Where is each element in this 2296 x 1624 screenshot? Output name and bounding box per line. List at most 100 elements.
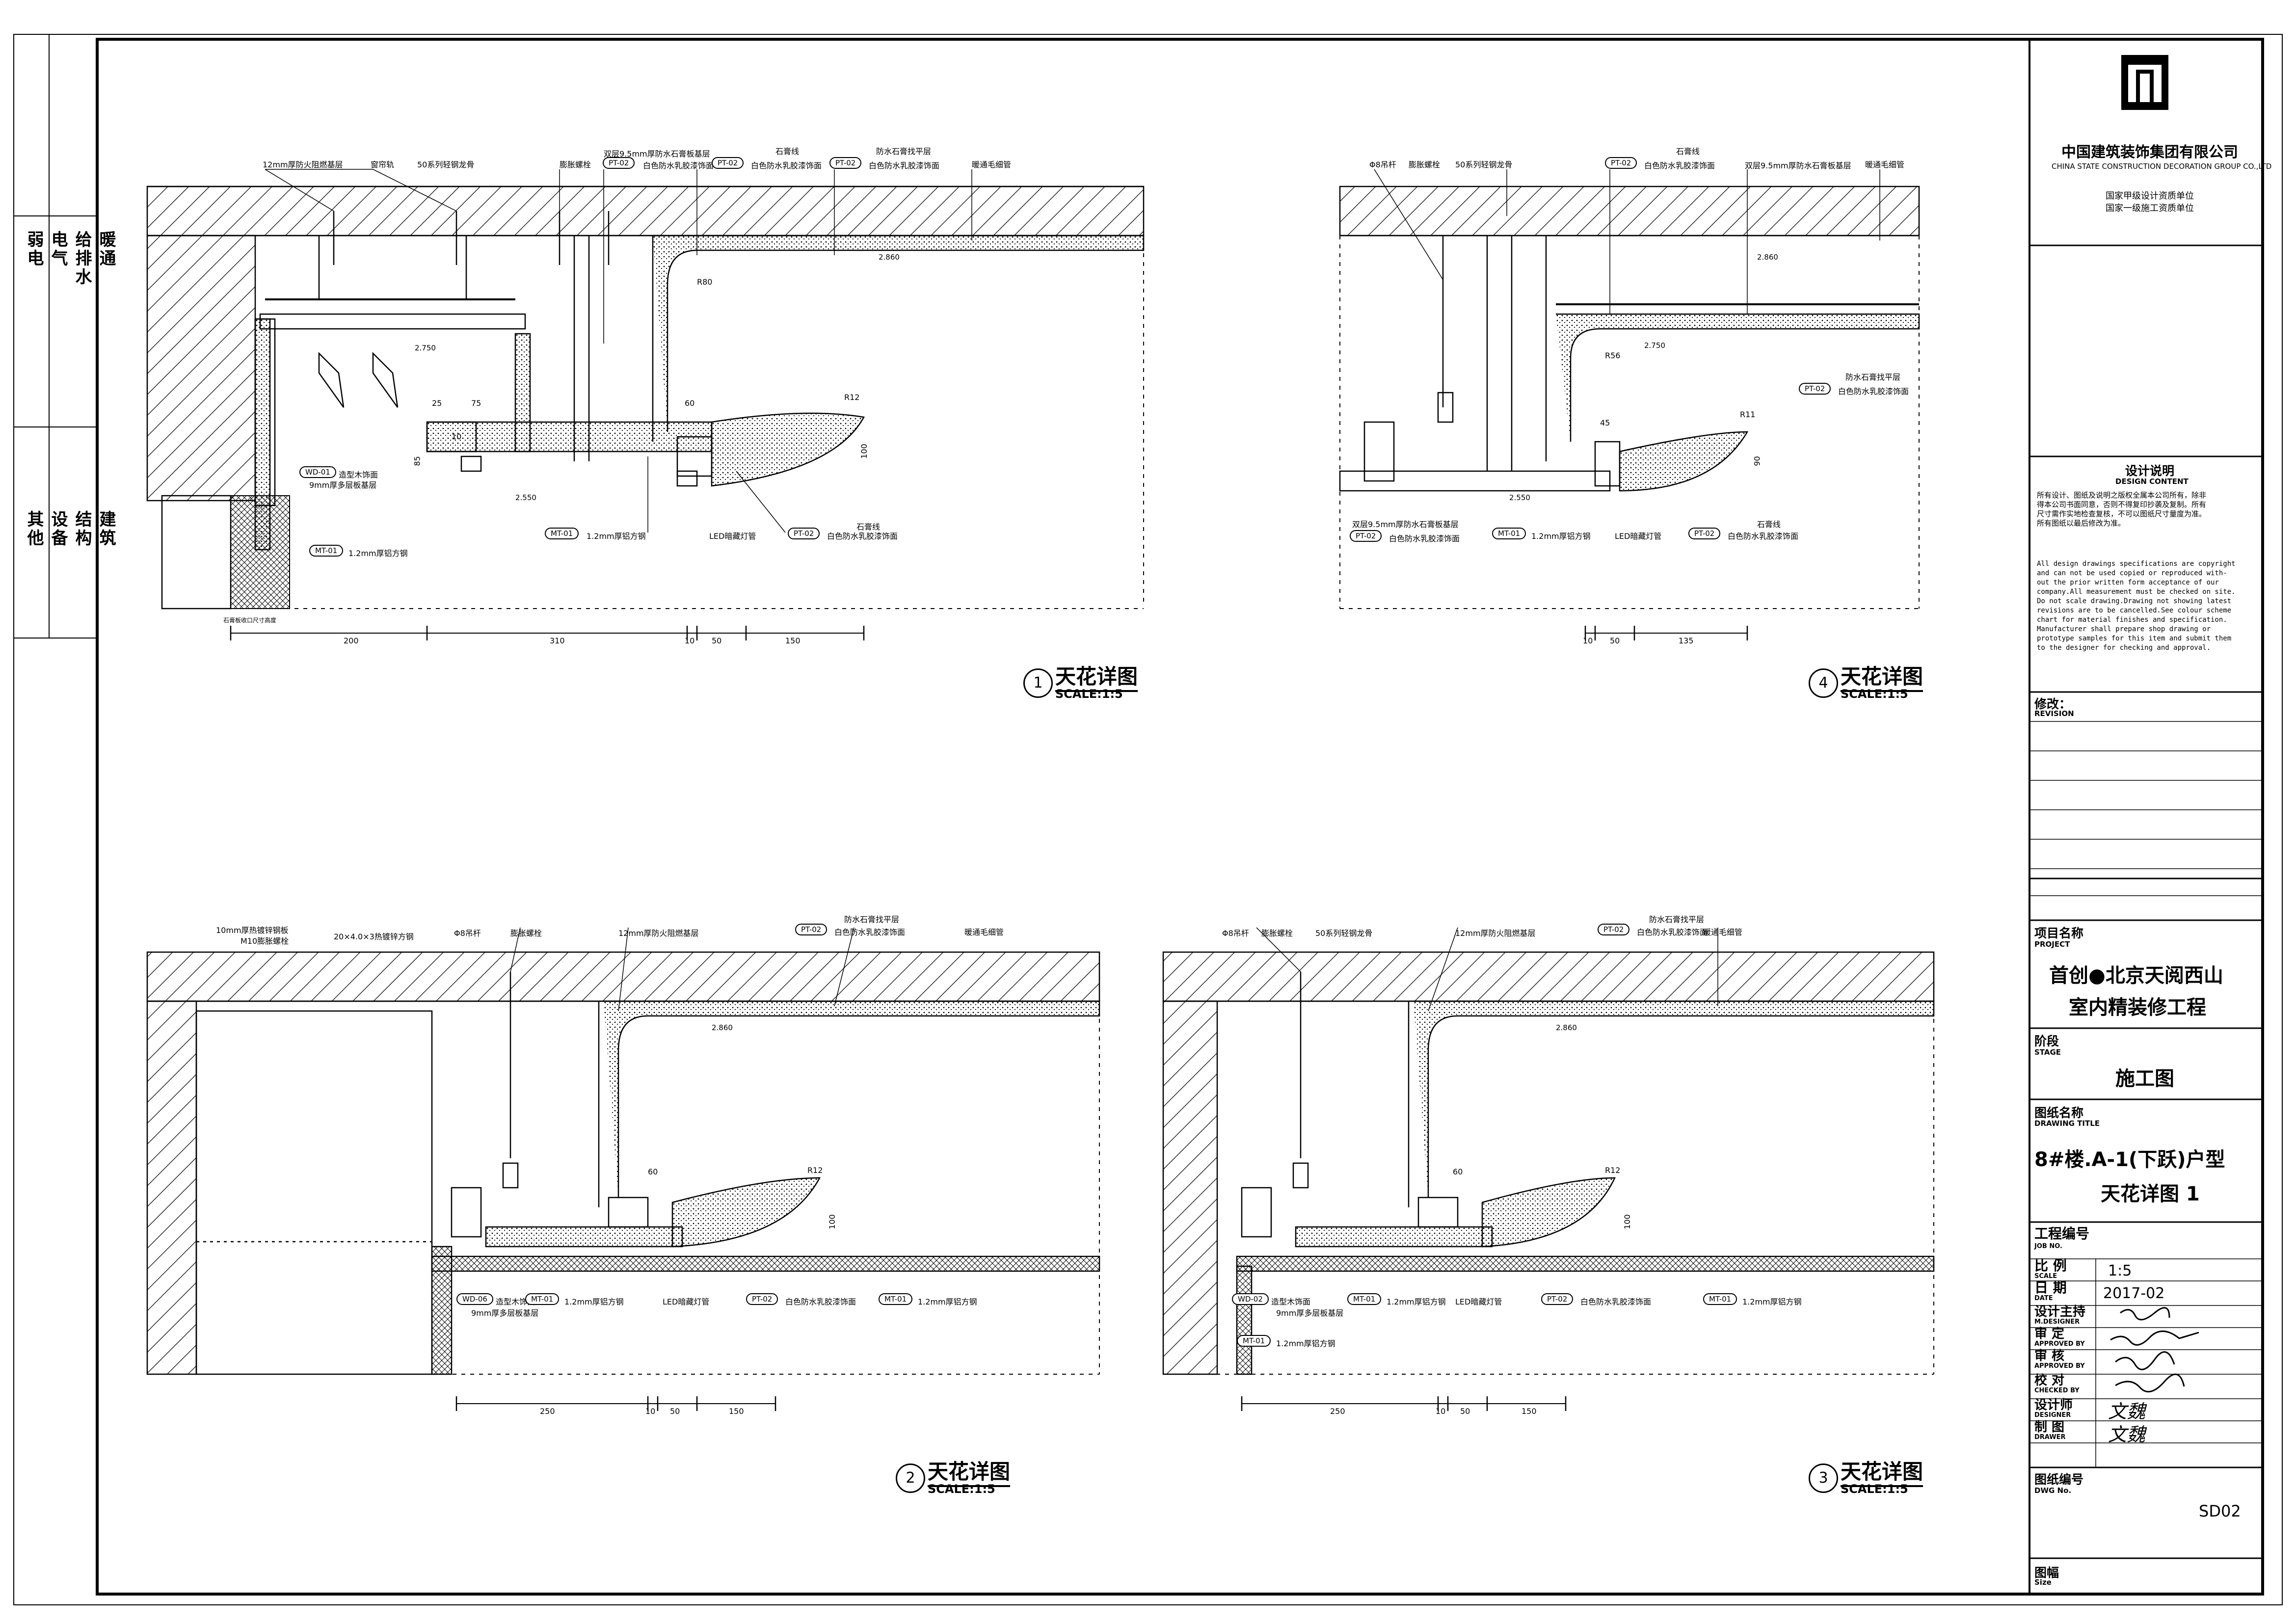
d1-dim: 25 bbox=[432, 399, 442, 408]
outer-frame bbox=[13, 34, 2283, 1605]
note-en-line: All design drawings specifications are c… bbox=[2037, 560, 2236, 568]
size-label-cn: 图幅 bbox=[2034, 1566, 2059, 1580]
info-row-job: 工程编号 JOB NO. bbox=[2034, 1223, 2098, 1250]
detail-1-scale: SCALE:1:5 bbox=[1055, 687, 1123, 701]
d3-label: 白色防水乳胶漆饰面 bbox=[1580, 1297, 1652, 1306]
d1-label: 50系列轻钢龙骨 bbox=[417, 160, 475, 169]
d4-label: 白色防水乳胶漆饰面 bbox=[1838, 387, 1909, 396]
design-notes-cn: 所有设计、图纸及说明之版权全属本公司所有，除非 得本公司书面同意，否则不得复印抄… bbox=[2037, 491, 2258, 528]
d2-label: 1.2mm厚铝方钢 bbox=[918, 1297, 977, 1306]
d2-tag: PT-02 bbox=[746, 1293, 778, 1305]
detail-1-drawing bbox=[146, 186, 1145, 640]
d4-label: 白色防水乳胶漆饰面 bbox=[1728, 532, 1799, 541]
d1-dim: 200 bbox=[344, 636, 359, 645]
detail-1-number: 1 bbox=[1023, 668, 1053, 698]
d1-dim: R12 bbox=[844, 393, 860, 402]
drawing-title-label-cn: 图纸名称 bbox=[2034, 1106, 2084, 1120]
d4-dim: 45 bbox=[1600, 418, 1610, 427]
d2-dim: 50 bbox=[670, 1407, 680, 1416]
info-row-label-cn: 审 定 bbox=[2034, 1327, 2065, 1341]
note-en-line: company.All measurement must be checked … bbox=[2037, 588, 2236, 596]
detail-1-title: 天花详图 bbox=[1055, 660, 1138, 692]
d1-dim: 100 bbox=[859, 444, 869, 459]
d1-tag: PT-02 bbox=[712, 157, 744, 169]
detail-4-drawing bbox=[1339, 186, 1920, 640]
d1-dim: 10 bbox=[452, 432, 462, 441]
d4-level: 2.860 bbox=[1757, 253, 1778, 262]
d4-label: 石膏线 bbox=[1757, 520, 1781, 529]
d3-label: 造型木饰面 bbox=[1271, 1297, 1311, 1306]
d4-label: LED暗藏灯管 bbox=[1615, 532, 1662, 541]
d4-dim: 10 bbox=[1583, 636, 1593, 645]
d1-label: LED暗藏灯管 bbox=[709, 532, 756, 541]
drawing-title-line2: 天花详图 1 bbox=[2101, 1183, 2200, 1205]
title-block-frame bbox=[2029, 39, 2263, 1594]
info-row-approved: 审 定 APPROVED BY bbox=[2034, 1328, 2098, 1348]
d3-label: 防水石膏找平层 bbox=[1649, 915, 1705, 924]
detail-2-scale: SCALE:1:5 bbox=[928, 1482, 995, 1496]
d4-tag: PT-02 bbox=[1688, 528, 1721, 539]
d3-dim: 150 bbox=[1522, 1407, 1537, 1416]
d4-label: 50系列轻钢龙骨 bbox=[1455, 160, 1513, 169]
d3-label: 12mm厚防火阻燃基层 bbox=[1455, 929, 1536, 938]
d1-label: 白色防水乳胶漆饰面 bbox=[751, 161, 822, 170]
d1-label: 1.2mm厚铝方钢 bbox=[587, 532, 646, 541]
d4-label: 白色防水乳胶漆饰面 bbox=[1389, 534, 1460, 543]
project-name-line2: 室内精装修工程 bbox=[2069, 996, 2206, 1019]
note-en-line: prototype samples for this item and subm… bbox=[2037, 635, 2232, 642]
left-strip bbox=[13, 34, 97, 639]
d1-label: 窗帘轨 bbox=[371, 160, 395, 169]
design-notes-title-cn: 设计说明 bbox=[2125, 464, 2175, 478]
d4-tag: PT-02 bbox=[1605, 157, 1637, 169]
signature-designer: 文魏 bbox=[2108, 1401, 2146, 1422]
d1-label: 白色防水乳胶漆饰面 bbox=[827, 532, 898, 541]
d1-label: 石膏板收口尺寸高度 bbox=[223, 617, 277, 624]
d1-label: 12mm厚防火阻燃基层 bbox=[263, 160, 343, 169]
note-en-line: Manufacturer shall prepare shop drawing … bbox=[2037, 625, 2211, 633]
d3-tag: PT-02 bbox=[1541, 1293, 1574, 1305]
stage-label-en: STAGE bbox=[2034, 1048, 2061, 1057]
d4-label: 暖通毛细管 bbox=[1865, 160, 1905, 169]
detail-3-drawing bbox=[1162, 951, 1935, 1411]
d2-dim: 250 bbox=[540, 1407, 555, 1416]
d4-tag: PT-02 bbox=[1350, 530, 1382, 542]
d2-tag: MT-01 bbox=[879, 1293, 913, 1305]
note-cn-line: 所有图纸以最后修改为准。 bbox=[2037, 519, 2126, 528]
note-en-line: and can not be used copied or reproduced… bbox=[2037, 569, 2227, 577]
d2-label: 9mm厚多层板基层 bbox=[471, 1308, 539, 1318]
project-label-cn: 项目名称 bbox=[2034, 926, 2084, 940]
detail-4-scale: SCALE:1:5 bbox=[1841, 687, 1908, 701]
d3-label: 50系列轻钢龙骨 bbox=[1315, 929, 1373, 938]
d2-label: 20×4.0×3热镀锌方钢 bbox=[334, 932, 414, 941]
info-row-label-cn: 制 图 bbox=[2034, 1420, 2065, 1435]
company-name-en: CHINA STATE CONSTRUCTION DECORATION GROU… bbox=[2052, 162, 2272, 171]
note-en-line: to the designer for checking and approva… bbox=[2037, 644, 2211, 652]
info-row-label-en: DRAWER bbox=[2034, 1434, 2066, 1441]
d4-dim: 50 bbox=[1610, 636, 1620, 645]
d2-dim: 100 bbox=[827, 1214, 837, 1229]
d3-tag: WD-02 bbox=[1232, 1293, 1269, 1305]
note-en-line: chart for material finishes and specific… bbox=[2037, 616, 2227, 624]
info-row-scale-value: 1:5 bbox=[2108, 1262, 2132, 1279]
note-en-line: out the prior written form acceptance of… bbox=[2037, 579, 2219, 586]
left-strip-top-text: 暖通 给排水 电气 弱电 bbox=[24, 231, 116, 287]
d1-label: 膨胀螺栓 bbox=[560, 160, 591, 169]
d1-dim: R80 bbox=[697, 277, 713, 287]
d2-label: Φ8吊杆 bbox=[454, 929, 481, 938]
left-strip-bottom-text: 建筑 结构 设备 其他 bbox=[24, 510, 116, 548]
d2-label: 白色防水乳胶漆饰面 bbox=[834, 928, 906, 937]
d1-dim: 50 bbox=[712, 636, 722, 645]
dwg-no-value: SD02 bbox=[2199, 1502, 2241, 1520]
d1-tag: PT-02 bbox=[788, 528, 820, 539]
d3-dim: 50 bbox=[1460, 1407, 1470, 1416]
detail-4-number: 4 bbox=[1809, 668, 1838, 698]
detail-4-title: 天花详图 bbox=[1841, 660, 1923, 692]
d2-label: 1.2mm厚铝方钢 bbox=[564, 1297, 624, 1306]
d1-label: 石膏线 bbox=[775, 147, 800, 156]
size-label-en: Size bbox=[2034, 1578, 2052, 1587]
d3-level: 2.860 bbox=[1556, 1023, 1577, 1032]
note-cn-line: 尺寸需作实地检查复核，不可以图纸尺寸量度为准。 bbox=[2037, 509, 2207, 518]
detail-2-number: 2 bbox=[896, 1464, 925, 1493]
info-row-label-en: APPROVED BY bbox=[2034, 1362, 2085, 1370]
